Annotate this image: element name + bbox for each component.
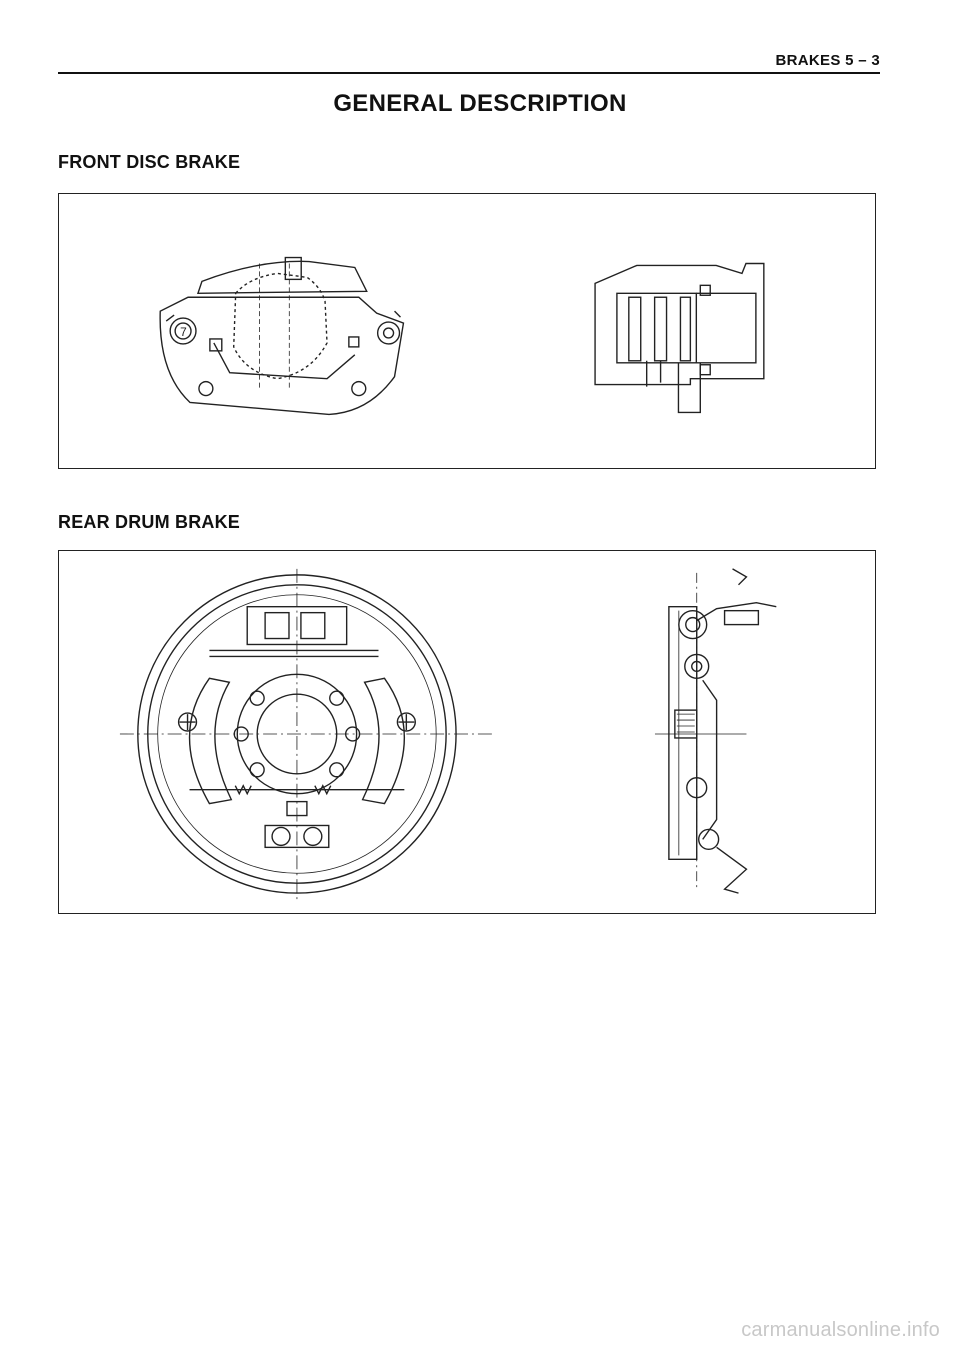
header-rule <box>58 72 880 74</box>
section-reference: BRAKES 5 – 3 <box>775 52 880 69</box>
page-title: GENERAL DESCRIPTION <box>333 90 627 117</box>
rear-drum-brake-drawing <box>119 568 777 902</box>
rear-drum-brake-figure <box>58 550 876 914</box>
front-disc-brake-heading: FRONT DISC BRAKE <box>58 152 241 172</box>
rear-drum-brake-heading: REAR DRUM BRAKE <box>58 512 240 532</box>
caliper-side-view <box>594 262 765 414</box>
front-disc-brake-drawing: 7 <box>159 256 765 416</box>
front-disc-brake-figure: 7 <box>58 193 876 469</box>
drum-brake-front-view <box>119 568 492 902</box>
caliper-callout-7: 7 <box>180 325 187 339</box>
watermark: carmanualsonline.info <box>741 1319 940 1341</box>
drum-brake-side-view <box>654 568 777 894</box>
caliper-front-view <box>159 256 405 416</box>
